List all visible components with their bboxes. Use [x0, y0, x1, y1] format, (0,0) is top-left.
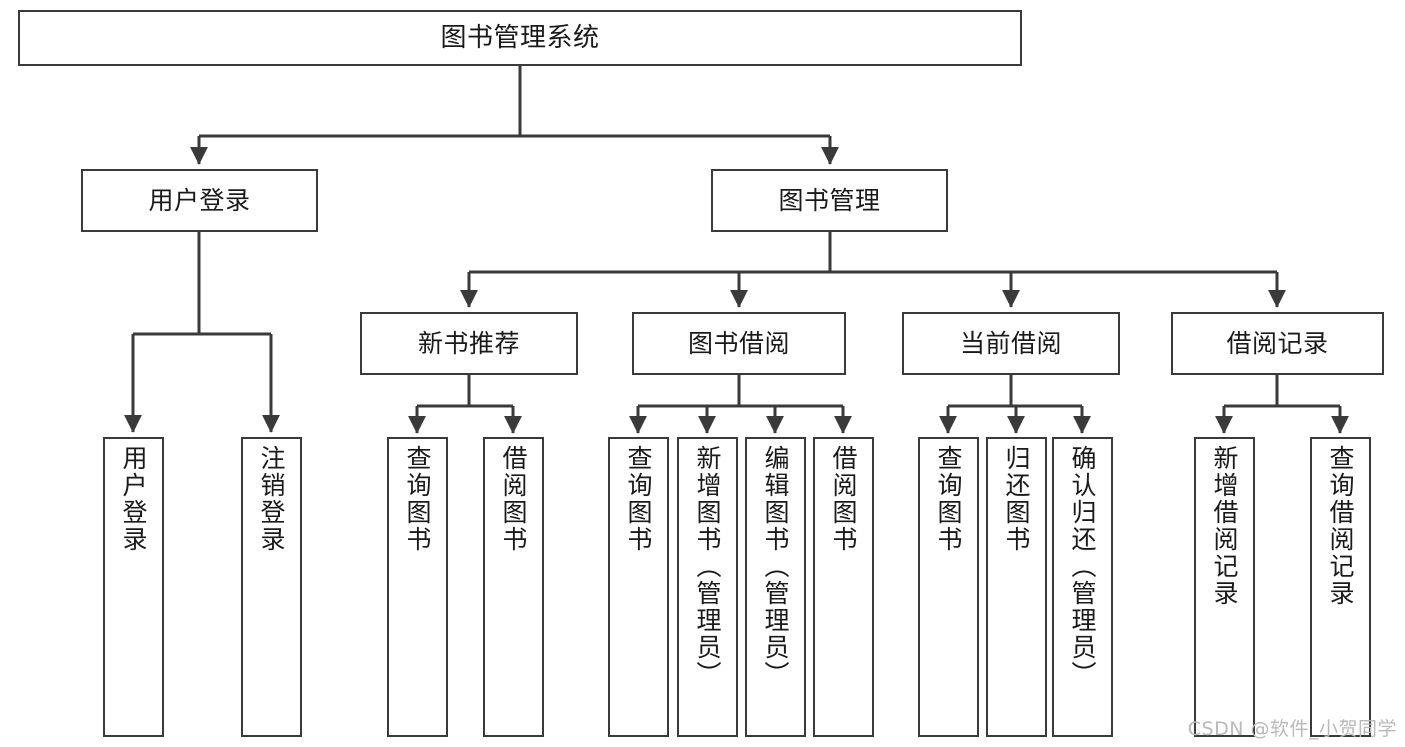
node-leaf-logout-label: 注销登录 — [257, 445, 286, 553]
node-borrow-record[interactable]: 借阅记录 — [1171, 312, 1384, 375]
node-leaf-query-borrow-record[interactable]: 查询借阅记录 — [1310, 437, 1371, 737]
node-current-borrow-label: 当前借阅 — [959, 328, 1062, 358]
node-leaf-query-borrow-record-label: 查询借阅记录 — [1326, 445, 1355, 607]
node-book-borrow-label: 图书借阅 — [687, 328, 790, 358]
node-leaf-query-book-2[interactable]: 查询图书 — [608, 437, 669, 737]
node-leaf-add-book[interactable]: 新增图书（管理员） — [677, 437, 738, 737]
node-leaf-user-login-label: 用户登录 — [119, 445, 148, 553]
node-new-book-recommend[interactable]: 新书推荐 — [360, 312, 578, 375]
node-book-management-label: 图书管理 — [778, 185, 881, 215]
node-current-borrow[interactable]: 当前借阅 — [902, 312, 1120, 375]
node-leaf-add-borrow-record[interactable]: 新增借阅记录 — [1194, 437, 1255, 737]
node-leaf-return-book-label: 归还图书 — [1002, 445, 1031, 553]
node-user-login-label: 用户登录 — [148, 185, 251, 215]
node-user-login[interactable]: 用户登录 — [81, 169, 318, 232]
node-leaf-confirm-return-label: 确认归还（管理员） — [1068, 445, 1097, 688]
node-leaf-add-borrow-record-label: 新增借阅记录 — [1210, 445, 1239, 607]
node-leaf-edit-book[interactable]: 编辑图书（管理员） — [745, 437, 806, 737]
node-leaf-query-book-3-label: 查询图书 — [934, 445, 963, 553]
node-leaf-borrow-book-1[interactable]: 借阅图书 — [483, 437, 544, 737]
node-root[interactable]: 图书管理系统 — [18, 10, 1022, 66]
node-leaf-borrow-book-2-label: 借阅图书 — [829, 445, 858, 553]
node-leaf-confirm-return[interactable]: 确认归还（管理员） — [1052, 437, 1113, 737]
node-root-label: 图书管理系统 — [440, 22, 600, 53]
node-leaf-query-book-1-label: 查询图书 — [403, 445, 432, 553]
node-leaf-user-login[interactable]: 用户登录 — [103, 437, 164, 737]
node-leaf-add-book-label: 新增图书（管理员） — [693, 445, 722, 688]
node-leaf-return-book[interactable]: 归还图书 — [986, 437, 1047, 737]
node-leaf-logout[interactable]: 注销登录 — [241, 437, 302, 737]
node-borrow-record-label: 借阅记录 — [1226, 328, 1329, 358]
node-book-management[interactable]: 图书管理 — [711, 169, 948, 232]
node-new-book-recommend-label: 新书推荐 — [417, 328, 520, 358]
node-leaf-borrow-book-1-label: 借阅图书 — [499, 445, 528, 553]
node-book-borrow[interactable]: 图书借阅 — [632, 312, 846, 375]
node-leaf-query-book-2-label: 查询图书 — [624, 445, 653, 553]
node-leaf-query-book-1[interactable]: 查询图书 — [387, 437, 448, 737]
node-leaf-borrow-book-2[interactable]: 借阅图书 — [813, 437, 874, 737]
node-leaf-edit-book-label: 编辑图书（管理员） — [761, 445, 790, 688]
node-leaf-query-book-3[interactable]: 查询图书 — [918, 437, 979, 737]
